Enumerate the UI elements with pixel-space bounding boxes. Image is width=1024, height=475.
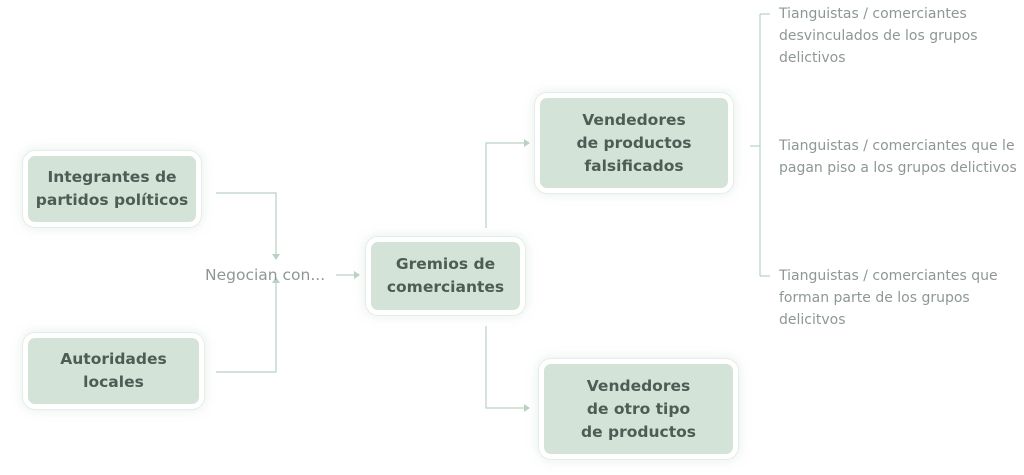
node-vendedores-productos-falsificados: Vendedores de productos falsificados <box>540 98 728 188</box>
arrowhead-autoridades <box>272 277 280 283</box>
node-label: Integrantes de partidos políticos <box>35 168 189 209</box>
node-vendedores-otro-tipo-productos: Vendedores de otro tipo de productos <box>544 364 733 454</box>
arrowhead-otro-tipo <box>524 404 530 412</box>
node-label: Gremios de comerciantes <box>386 255 505 296</box>
node-label: Autoridades locales <box>60 350 167 391</box>
leaf-desvinculados: Tianguistas / comerciantes desvinculados… <box>779 6 978 66</box>
node-autoridades-locales: Autoridades locales <box>28 338 199 404</box>
arrowhead-gremios <box>354 271 360 279</box>
leaf-forman-parte: Tianguistas / comerciantes que forman pa… <box>779 268 998 328</box>
connector-politicos <box>216 192 277 255</box>
arrowhead-politicos <box>272 254 280 260</box>
node-gremios-de-comerciantes: Gremios de comerciantes <box>371 242 520 310</box>
node-integrantes-partidos-politicos: Integrantes de partidos políticos <box>28 156 196 222</box>
edge-label-negocian-con: Negocian con... <box>205 266 326 284</box>
connector-autoridades <box>216 282 277 373</box>
node-label: Vendedores de productos falsificados <box>576 110 692 175</box>
connector-to-otro-tipo <box>485 326 525 409</box>
connector-to-falsificados <box>485 142 525 228</box>
node-label: Vendedores de otro tipo de productos <box>581 376 696 441</box>
leaf-pagan-piso: Tianguistas / comerciantes que le pagan … <box>779 138 1017 176</box>
arrowhead-falsificados <box>524 139 530 147</box>
